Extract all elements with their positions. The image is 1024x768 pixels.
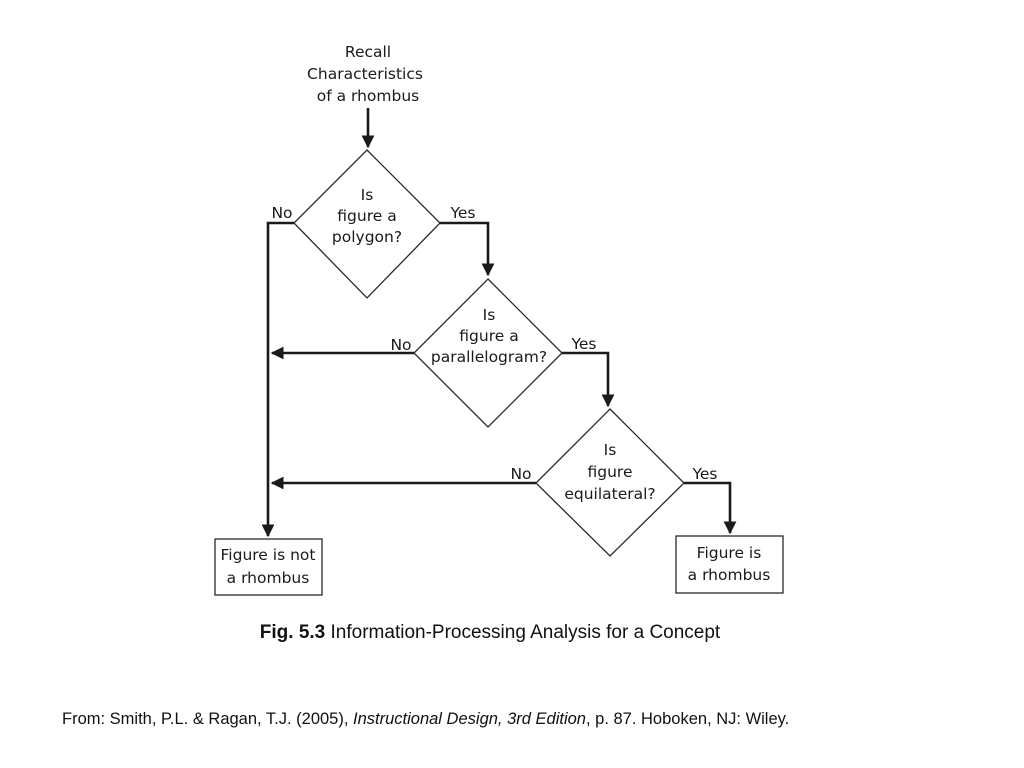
no-label: No — [390, 336, 411, 354]
decision-text: figure — [588, 463, 633, 481]
arrow-polygon-no — [261, 221, 294, 538]
arrow-parallelogram-yes — [562, 351, 615, 408]
decision-text: Is — [483, 306, 496, 324]
decision-text: equilateral? — [564, 485, 655, 503]
decision-polygon: Is figure a polygon? No Yes — [271, 149, 476, 299]
source-citation: From: Smith, P.L. & Ragan, T.J. (2005), … — [62, 708, 942, 730]
decision-text: parallelogram? — [431, 348, 547, 366]
no-label: No — [510, 465, 531, 483]
start-step-line: of a rhombus — [317, 87, 420, 105]
citation-publisher: , p. 87. Hoboken, NJ: Wiley. — [585, 710, 790, 728]
connectors — [261, 108, 737, 538]
decision-diamond — [413, 278, 563, 428]
decision-equilateral: Is figure equilateral? No Yes — [510, 408, 718, 557]
yes-label: Yes — [570, 335, 596, 353]
decision-text: polygon? — [332, 228, 402, 246]
outcome-box — [214, 538, 323, 596]
decision-diamond — [535, 408, 685, 557]
start-step-line: Recall — [345, 43, 391, 61]
figure-label: Fig. 5.3 — [259, 622, 326, 643]
arrow-polygon-yes — [440, 221, 495, 277]
start-step-line: Characteristics — [307, 65, 423, 83]
yes-label: Yes — [691, 465, 717, 483]
start-step: Recall Characteristics of a rhombus — [307, 43, 423, 105]
outcome-text: Figure is — [697, 544, 762, 562]
outcome-not-rhombus: Figure is not a rhombus — [214, 538, 323, 596]
outcome-text: Figure is not — [221, 546, 316, 564]
decision-text: figure a — [459, 327, 518, 345]
figure-title: Information-Processing Analysis for a Co… — [325, 622, 721, 643]
no-label: No — [271, 204, 292, 222]
citation-book-title: Instructional Design, 3rd Edition — [353, 710, 586, 728]
decision-text: Is — [604, 441, 617, 459]
outcome-rhombus: Figure is a rhombus — [675, 535, 784, 594]
decision-parallelogram: Is figure a parallelogram? No Yes — [390, 278, 597, 428]
decision-text: figure a — [337, 207, 396, 225]
decision-diamond — [293, 149, 441, 299]
outcome-text: a rhombus — [227, 569, 310, 587]
outcome-text: a rhombus — [688, 566, 771, 584]
arrow-equilateral-yes — [684, 481, 737, 535]
decision-text: Is — [361, 186, 374, 204]
yes-label: Yes — [449, 204, 475, 222]
figure-caption: Fig. 5.3 Information-Processing Analysis… — [0, 622, 980, 644]
outcome-box — [675, 535, 784, 594]
citation-authors: From: Smith, P.L. & Ragan, T.J. (2005), — [62, 710, 354, 728]
